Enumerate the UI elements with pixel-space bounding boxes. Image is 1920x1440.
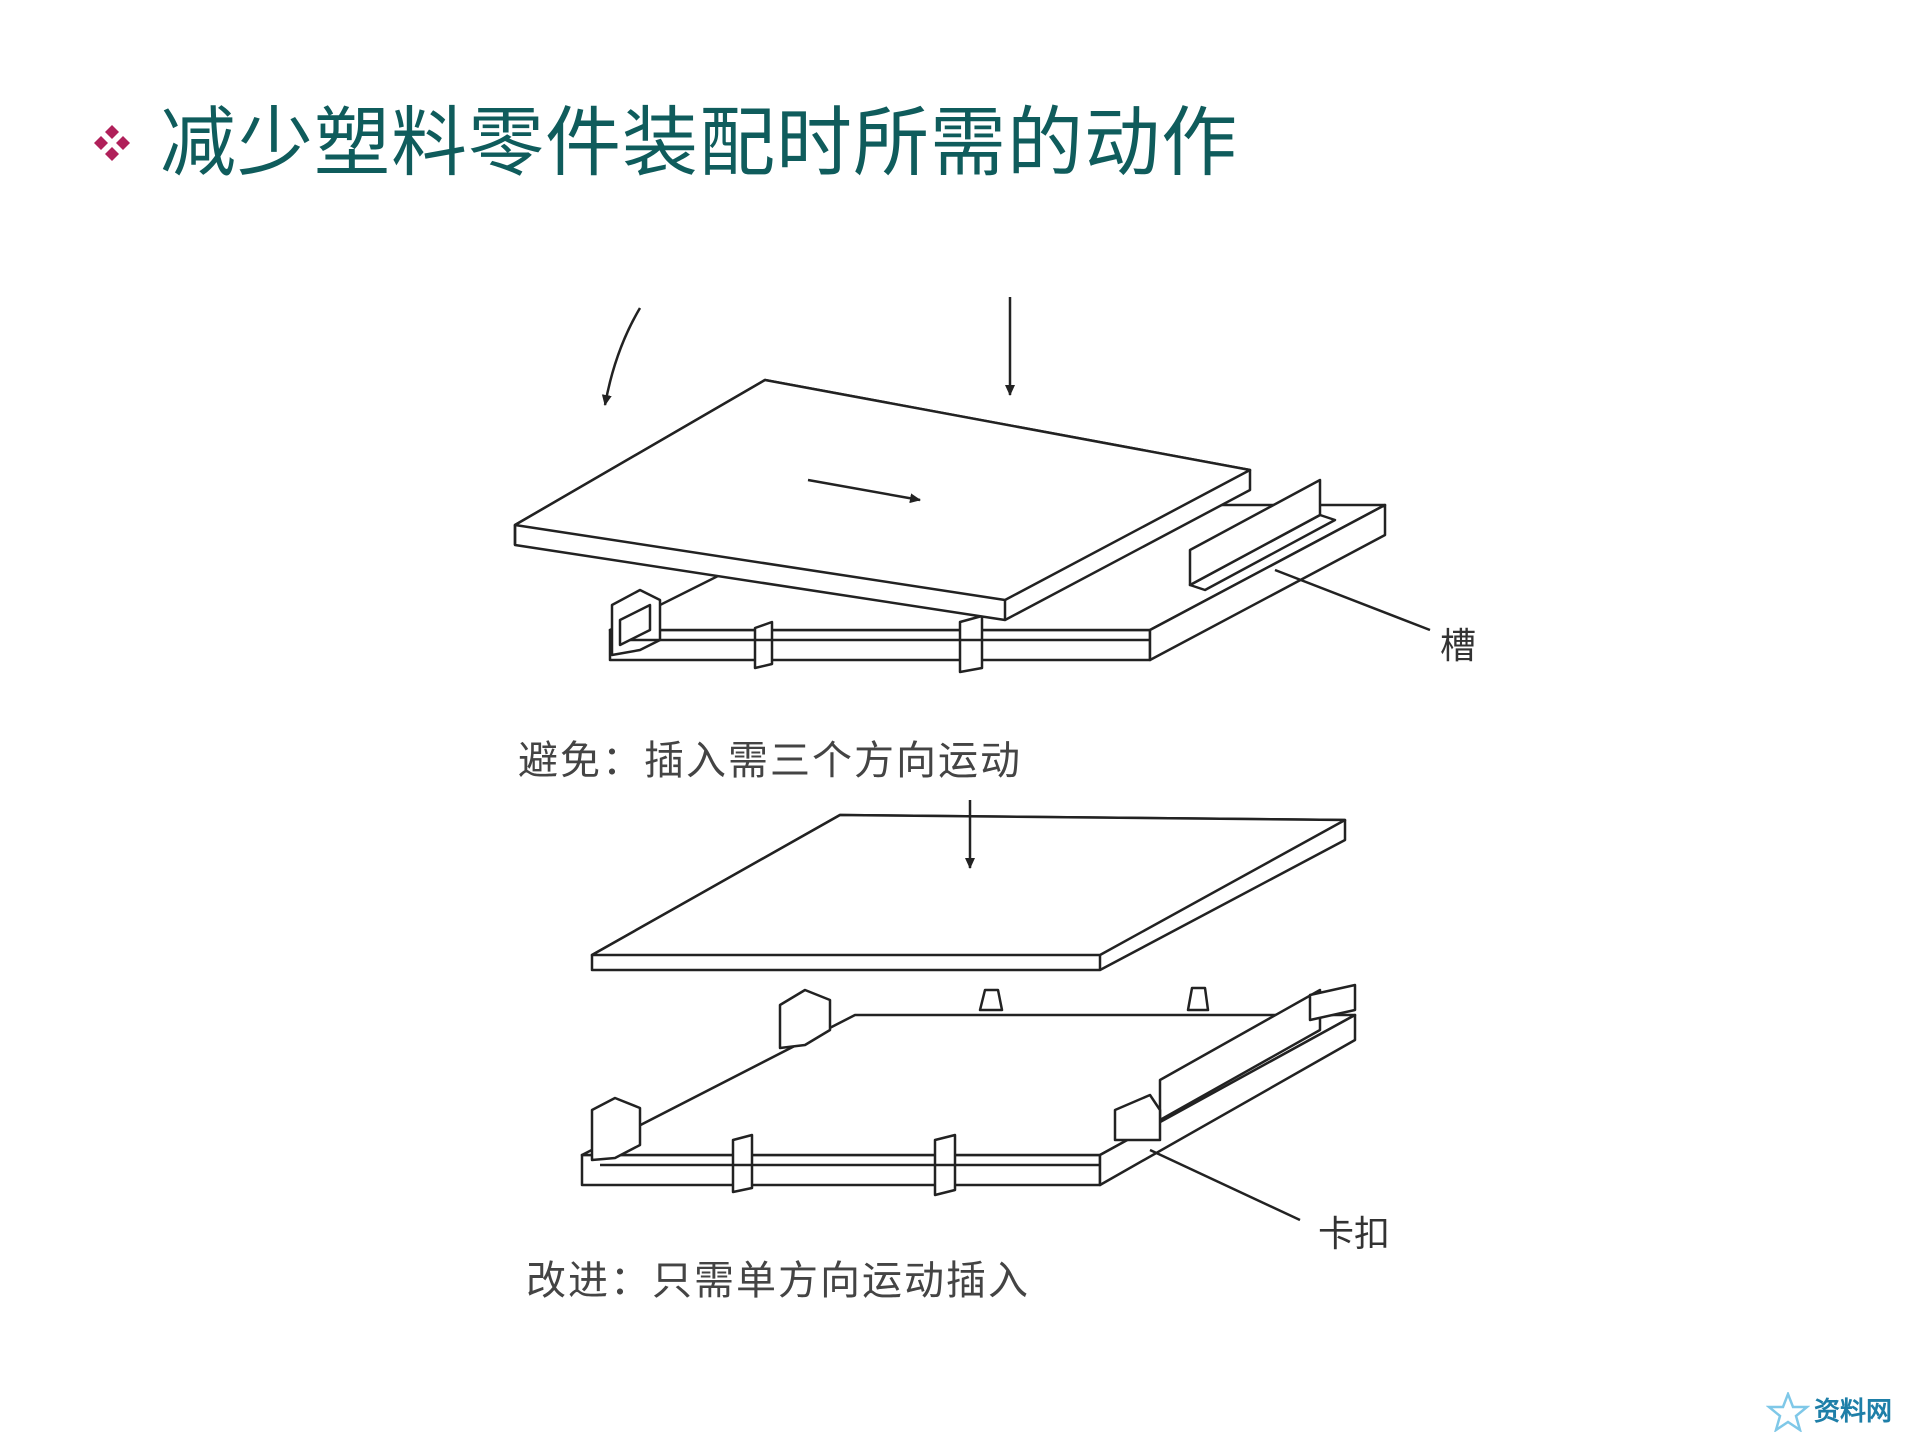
bottom-plate bbox=[590, 813, 1347, 972]
title-row: 减少塑料零件装配时所需的动作 bbox=[92, 105, 1238, 181]
slide-arrow-icon bbox=[807, 478, 921, 504]
improve-caption: 改进：只需单方向运动插入 bbox=[526, 1258, 1030, 1304]
groove-label: 槽 bbox=[1440, 626, 1477, 667]
top-motion-arrows bbox=[601, 297, 1015, 504]
avoid-caption: 避免：插入需三个方向运动 bbox=[518, 738, 1022, 784]
diamond-bullet-icon bbox=[94, 125, 130, 161]
slide-title: 减少塑料零件装配时所需的动作 bbox=[160, 98, 1238, 187]
groove-leader-line bbox=[1274, 568, 1431, 632]
top-plate bbox=[513, 378, 1252, 622]
watermark-star-icon bbox=[1766, 1392, 1810, 1432]
watermark-text: 资料网 bbox=[1814, 1397, 1893, 1427]
clip-label: 卡扣 bbox=[1318, 1214, 1391, 1255]
top-assembly bbox=[513, 378, 1431, 674]
clip-leader-line bbox=[1149, 1148, 1301, 1222]
watermark-logo: 资料网 bbox=[1766, 1390, 1906, 1434]
bottom-assembly bbox=[580, 813, 1357, 1222]
curved-arrow-icon bbox=[601, 307, 642, 406]
bottom-tray bbox=[580, 983, 1357, 1197]
